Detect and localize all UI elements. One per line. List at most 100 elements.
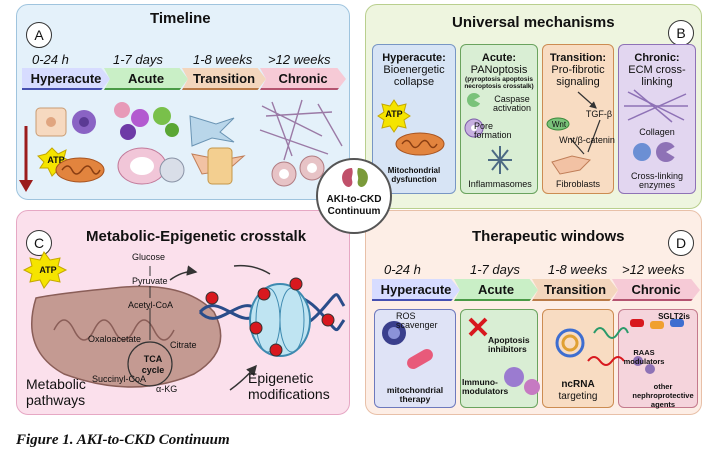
d-stage-chronic: Chronic [612,279,700,301]
crosslink-enzyme-icon [633,142,676,162]
collagen-icon [624,89,688,123]
mech-wntcat-label: Wnt/β-catenin [559,135,615,145]
tubule-cross-section-icon [117,147,185,185]
panel-a-title: Timeline [150,10,211,27]
citrate-label: Citrate [170,340,197,350]
mech-chronic-text: ECM cross-linking [628,64,686,88]
alpha-kg-label: α-KG [156,384,178,394]
mech-collagen-label: Collagen [639,127,675,137]
mech-ecm-graphic [624,89,688,162]
mech-inflammasomes-label: Inflammasomes [468,179,532,189]
phase-label-0-24h: 0-24 h [32,52,69,67]
inflammasome-icon [488,146,512,174]
mitochondrion-shape [31,285,222,388]
tca-label: TCA cycle [141,354,165,375]
healthy-cell-icon [35,107,67,137]
ros-scavenger-icon [382,321,406,345]
panel-b-title: Universal mechanisms [452,14,615,31]
d-stage-transition: Transition [532,279,618,301]
mech-mitochondrial-label: Mitochondrial dysfunction [387,166,441,184]
panel-c-title: Metabolic-Epigenetic crosstalk [86,228,307,245]
mech-acute-heading: Acute: [481,52,517,64]
methylation-marks [205,277,335,357]
mech-atp-label: ATP [385,109,403,119]
mech-fibrotic-graphic [546,91,601,175]
mech-caspase-label: Caspase activation [492,94,532,113]
crosstalk-atp-label: ATP [39,265,57,275]
timeline-illustrations [19,99,347,192]
downward-arrow-icon [19,126,33,192]
ncrna-targeting-label: targeting [558,391,598,402]
center-label-line1: AKI-to-CKD [326,194,382,205]
ncrna-icon [555,327,629,366]
stage-chronic: Chronic [260,68,346,90]
metabolic-pathways-label: Metabolic pathways [26,376,86,408]
phase-label-12w: >12 weeks [268,52,331,67]
d-stage-acute: Acute [454,279,538,301]
ros-scavenger-label: ROS scavenger [396,311,438,330]
d-phase-label-12w: >12 weeks [622,262,685,277]
panel-d-title: Therapeutic windows [472,228,625,245]
stage-acute: Acute [104,68,188,90]
immune-cell-icon [72,110,96,134]
wnt-icon [546,117,570,131]
atp-burst-icon [377,99,411,133]
d-stage-hyperacute: Hyperacute [372,279,460,301]
figure-caption: Figure 1. AKI-to-CKD Continuum [16,432,230,448]
panel-letter-c: C [26,230,52,256]
crosstalk-graphic [22,251,346,391]
sglt2-label: SGLT2is [658,312,690,321]
drug-molecule-icon [630,319,684,374]
mech-acute-text: PANoptosis [470,64,528,76]
mitochondrion-icon [55,157,105,183]
mech-enzymes-label: Cross-linking enzymes [630,171,683,190]
therapy-graphics [382,317,684,395]
ncrna-label: ncRNA [561,379,595,390]
mech-transition-heading: Transition: [549,52,607,64]
panel-letter-a: A [26,22,52,48]
succinyl-coa-label: Succinyl-CoA [92,374,147,384]
center-continuum-badge: AKI-to-CKD Continuum [316,158,392,234]
mech-tgf-label: TGF-β [585,109,613,119]
epigenetic-modifications-label: Epigenetic modifications [248,370,330,402]
pore-icon [464,118,484,138]
mech-mitochondria-graphic [377,99,445,156]
histone-icon [249,283,311,357]
d-phase-label-0-24h: 0-24 h [384,262,421,277]
immune-cell-icon [504,367,540,395]
glucose-label: Glucose [132,252,166,262]
stage-hyperacute: Hyperacute [22,68,110,90]
mech-pore-label: Pore formation [474,121,512,140]
mech-transition-text: Pro-fibrotic signaling [551,64,605,88]
fibroblast-cells-icon [189,115,246,185]
panel-letter-d: D [668,230,694,256]
mitochondrial-therapy-label: mitochondrial therapy [386,385,444,404]
acetyl-coa-label: Acetyl-CoA [128,300,174,310]
pill-capsule-icon [407,349,433,369]
immunomodulators-label: Immuno- modulators [462,377,509,396]
oxaloacetate-label: Oxaloacetate [88,334,142,344]
fibroblast-icon [551,155,591,175]
mech-chronic-heading: Chronic: [634,52,680,64]
d-phase-label-1-7d: 1-7 days [470,262,520,277]
mech-fibroblasts-label: Fibroblasts [555,179,600,189]
raas-label: RAAS modulators [623,348,665,366]
phase-label-1-7d: 1-7 days [113,52,163,67]
mech-wnt-label: Wnt [551,120,567,129]
therapy-box-acute [460,309,538,408]
caspase-icon [467,93,481,107]
d-phase-label-1-8w: 1-8 weeks [548,262,608,277]
center-label-line2: Continuum [327,206,381,217]
atp-burst-icon [22,251,68,289]
stage-transition: Transition [182,68,266,90]
apoptosis-inhibitor-icon [468,317,488,337]
apoptosis-inhibitors-label: Apoptosis inhibitors [488,335,530,354]
panel-letter-b: B [668,20,694,46]
phase-label-1-8w: 1-8 weeks [193,52,253,67]
kidney-icon [342,168,368,187]
mech-hyperacute-text: Bioenergetic collapse [383,64,445,88]
dying-cells-icon [114,102,179,140]
mech-hyperacute-heading: Hyperacute: [382,52,446,64]
mech-panoptosis-graphic [464,93,512,174]
therapy-box-transition [542,309,614,408]
